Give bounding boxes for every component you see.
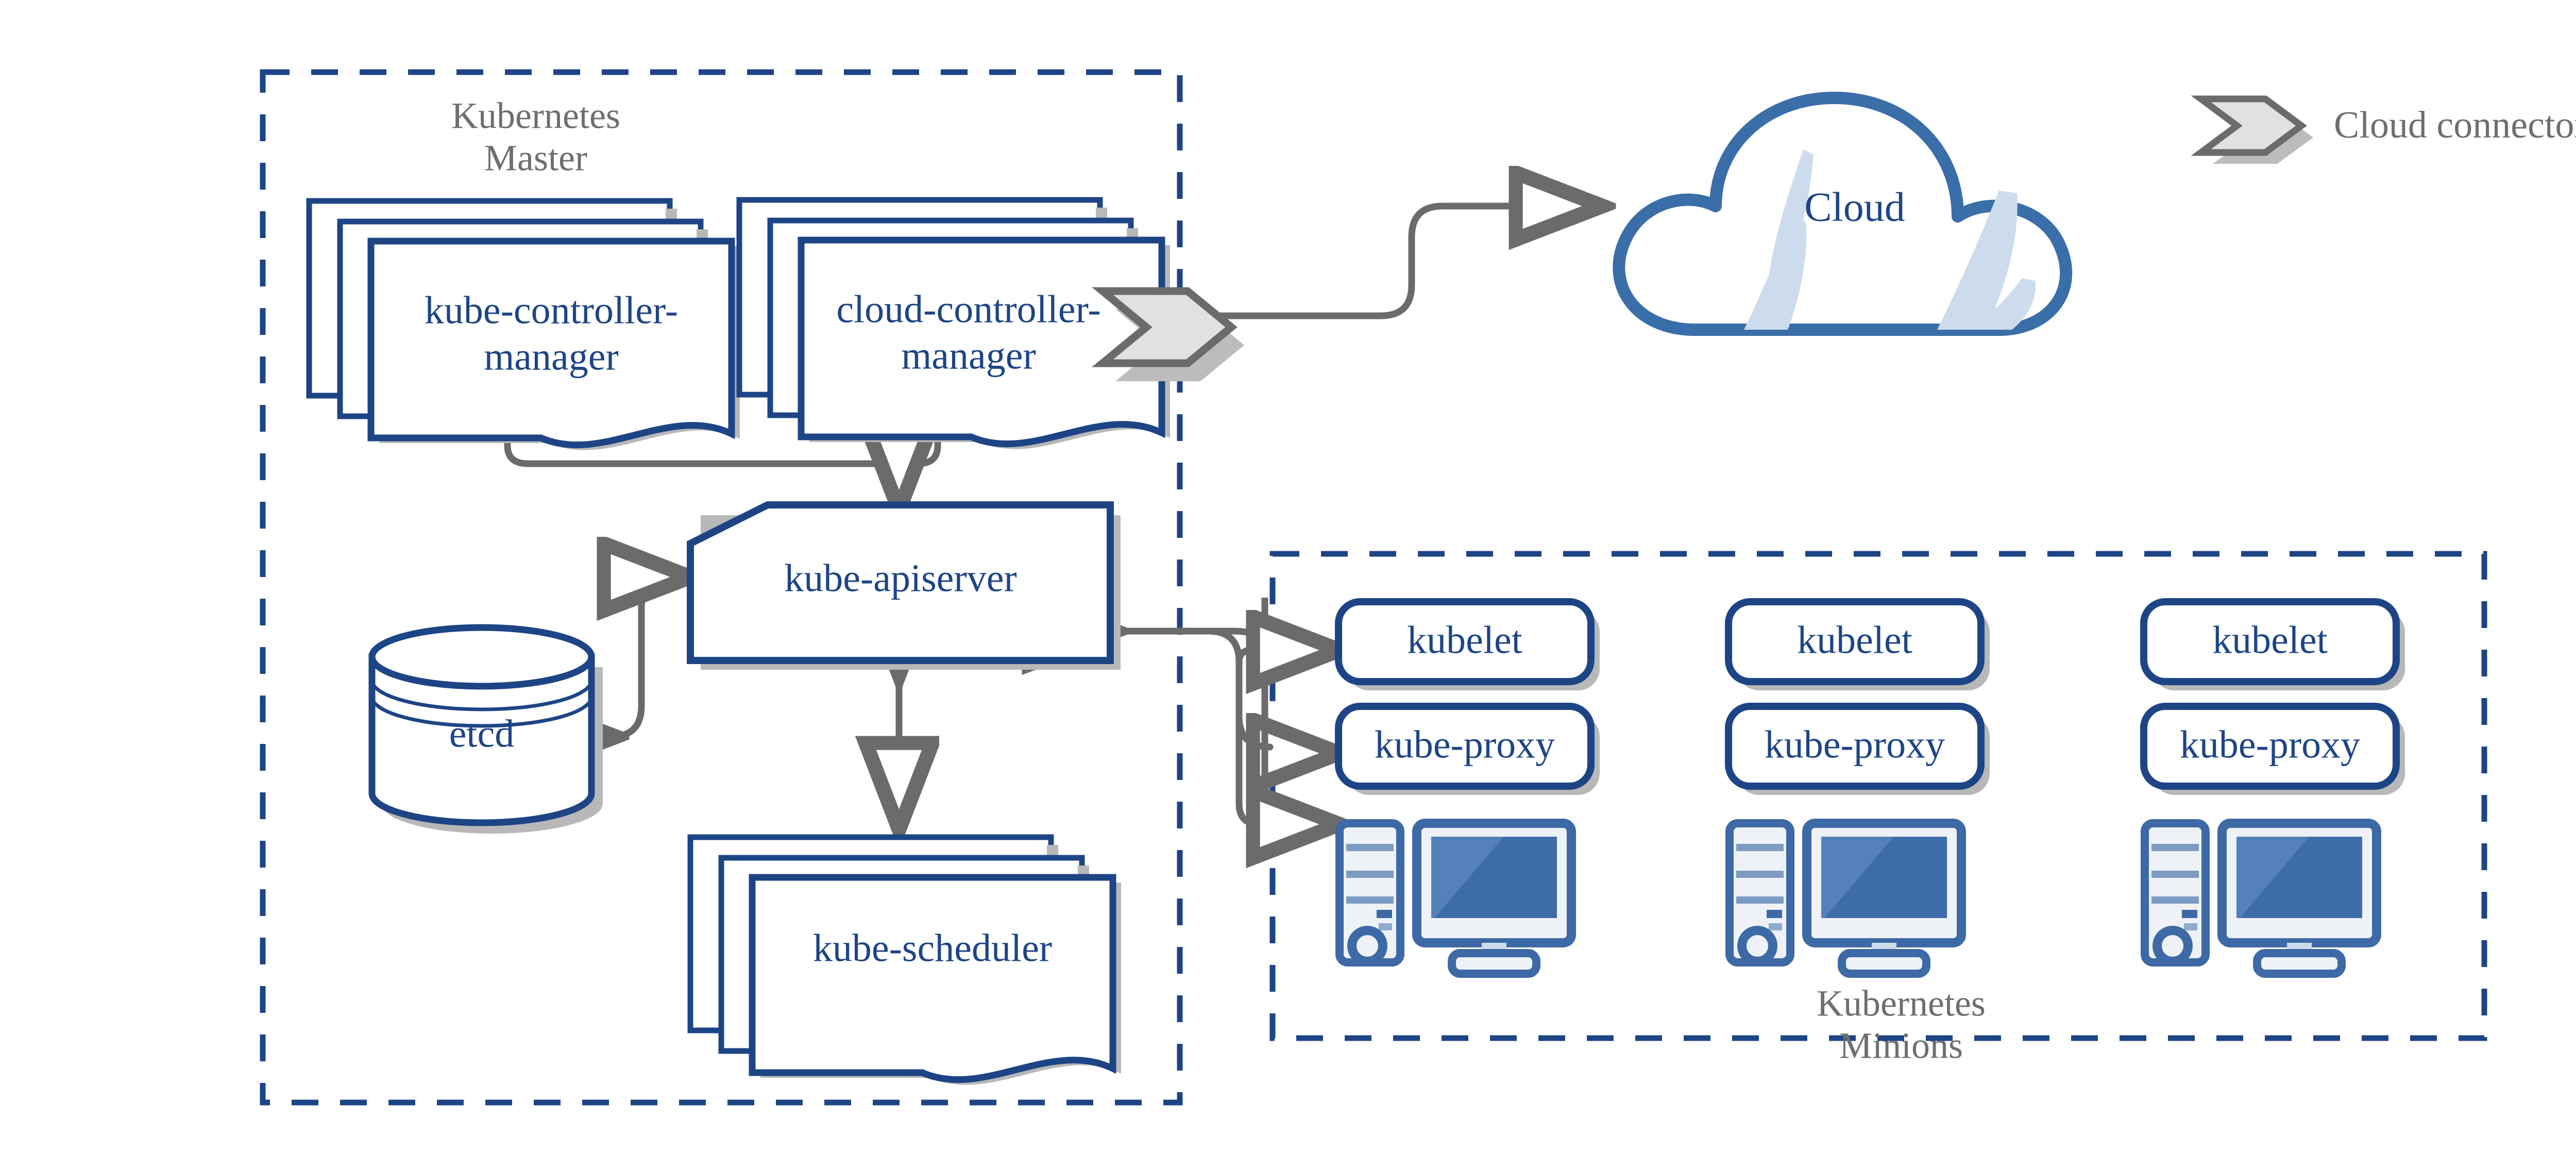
minion-3-kubelet-box[interactable]: kubelet (2140, 598, 2405, 690)
doc-sheet-front (749, 874, 1116, 1083)
group-label-minions-line2: Minions (1839, 1025, 1963, 1066)
apiserver-shape (687, 501, 1114, 664)
legend-cloud-connector[interactable]: Cloud connector (2191, 95, 2576, 164)
kubeproxy-rect (2140, 703, 2400, 790)
cloud-connector-icon[interactable] (1092, 287, 1244, 381)
cloud-highlight-2 (1744, 222, 1807, 330)
node-etcd[interactable]: etcd (368, 624, 603, 834)
connector-layer-minion-branch (1110, 631, 1334, 824)
connector-kcm-to-apiserver (507, 412, 879, 467)
node-kube-controller-manager[interactable]: kube-controller- manager (306, 198, 740, 450)
node-label-kcm-line1: kube-controller- (425, 289, 678, 332)
cloud-highlight-4 (1937, 191, 2018, 330)
minion-1-kubeproxy-box[interactable]: kube-proxy (1335, 703, 1600, 795)
minion-1: kubelet kube-proxy (1335, 598, 1600, 978)
node-kube-scheduler[interactable]: kube-scheduler (687, 834, 1121, 1085)
etcd-ring-2 (370, 696, 594, 728)
connector-branch-kubeproxy (1235, 713, 1334, 824)
minion-3-kubeproxy-label: kube-proxy (2180, 723, 2360, 766)
group-box-kubernetes-master (260, 69, 1183, 1106)
etcd-ring-1 (370, 680, 594, 711)
node-label-ccm-line2: manager (901, 334, 1036, 377)
cloud-connector-chevron-icon (1092, 287, 1238, 367)
etcd-top-ellipse (368, 624, 595, 690)
cloud-highlight-3 (1960, 278, 2036, 330)
node-label-kube-scheduler: kube-scheduler (813, 926, 1052, 970)
node-label-kube-apiserver: kube-apiserver (784, 556, 1017, 600)
group-label-minions-line1: Kubernetes (1817, 983, 1986, 1024)
minion-2-kubeproxy-label: kube-proxy (1765, 723, 1945, 766)
group-label-master-line2: Master (484, 138, 587, 179)
kubelet-rect (2140, 598, 2400, 685)
kubeproxy-rect (1335, 703, 1595, 790)
minion-2: kubelet kube-proxy (1725, 598, 1990, 978)
kubelet-rect (1725, 598, 1985, 685)
minion-1-kubeproxy-label: kube-proxy (1375, 723, 1555, 766)
connector-branch-kubelet (1235, 650, 1334, 662)
etcd-body (368, 653, 595, 826)
minion-3-kubelet-label: kubelet (2212, 618, 2328, 662)
legend-label-cloud-connector: Cloud connector (2334, 104, 2576, 146)
node-cloud[interactable]: Cloud (1613, 92, 2073, 336)
minion-1-computer-icon (1335, 819, 1576, 978)
minion-1-kubelet-label: kubelet (1407, 618, 1522, 662)
minion-2-computer-icon (1725, 819, 1966, 978)
connector-etcd-to-apiserver (611, 577, 685, 737)
minion-2-kubelet-label: kubelet (1797, 618, 1912, 662)
minion-3-kubeproxy-box[interactable]: kube-proxy (2140, 703, 2405, 795)
minion-3-computer-icon (2141, 819, 2381, 978)
minion-2-kubelet-box[interactable]: kubelet (1725, 598, 1990, 690)
minion-1-kubelet-box[interactable]: kubelet (1335, 598, 1600, 690)
node-label-kcm-line2: manager (484, 335, 619, 378)
connector-ccm-to-cloud (1176, 206, 1597, 319)
minion-3: kubelet kube-proxy (2140, 598, 2405, 978)
doc-sheet-front (798, 236, 1165, 448)
node-label-etcd: etcd (449, 712, 515, 755)
kubeproxy-rect (1725, 703, 1985, 790)
doc-sheet-front (367, 238, 735, 449)
minion-2-kubeproxy-box[interactable]: kube-proxy (1725, 703, 1990, 795)
node-label-ccm-line1: cloud-controller- (836, 287, 1100, 331)
node-cloud-controller-manager[interactable]: cloud-controller- manager (736, 197, 1170, 449)
group-label-master-line1: Kubernetes (451, 95, 620, 137)
kubelet-rect (1335, 598, 1595, 685)
node-label-cloud: Cloud (1804, 184, 1905, 230)
cloud-shape (1613, 92, 2073, 336)
legend-cloud-connector-chevron-icon (2191, 95, 2307, 156)
node-kube-apiserver[interactable]: kube-apiserver (687, 501, 1121, 670)
